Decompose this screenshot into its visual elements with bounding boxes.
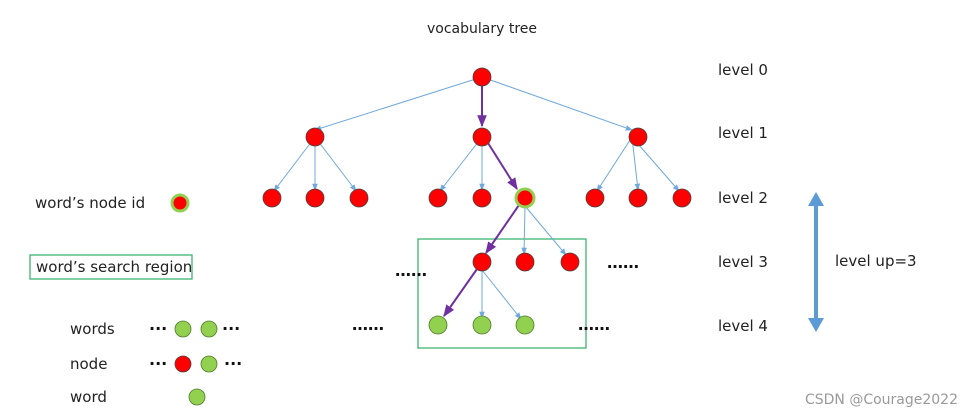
edge bbox=[521, 205, 527, 255]
level-label-1: level 1 bbox=[718, 124, 768, 142]
legend-word-marker bbox=[200, 320, 218, 338]
edge bbox=[481, 76, 633, 131]
legend-single-word-marker bbox=[188, 388, 206, 406]
legend-dots: ··· bbox=[222, 319, 240, 338]
legend-dots: ··· bbox=[149, 354, 167, 373]
level-up-label: level up=3 bbox=[835, 252, 917, 270]
node-level-1 bbox=[305, 127, 325, 147]
edge bbox=[314, 136, 357, 192]
legend-search-region-box bbox=[29, 254, 193, 280]
level-up-arrow bbox=[808, 192, 824, 332]
legend-node-label: node bbox=[70, 355, 107, 373]
node-level-2 bbox=[672, 188, 692, 208]
node-level-2 bbox=[349, 188, 369, 208]
node-level-0 bbox=[472, 67, 492, 87]
word-level-4 bbox=[428, 315, 448, 335]
node-level-1 bbox=[628, 127, 648, 147]
edge bbox=[481, 269, 522, 320]
ellipsis-level-4-right: …… bbox=[578, 315, 610, 334]
node-level-3 bbox=[515, 252, 535, 272]
level-label-4: level 4 bbox=[718, 317, 768, 335]
legend-node-marker bbox=[174, 355, 192, 373]
path-edge bbox=[485, 204, 520, 254]
legend-word-node-marker bbox=[170, 193, 190, 213]
legend-dots: ··· bbox=[149, 319, 167, 338]
node-level-2 bbox=[305, 188, 325, 208]
tree-nodes bbox=[262, 67, 692, 335]
word-node-level-2 bbox=[514, 187, 536, 209]
edge bbox=[631, 136, 641, 191]
ellipsis-level-4-left: …… bbox=[352, 315, 384, 334]
node-level-3 bbox=[472, 252, 492, 272]
edge bbox=[439, 136, 483, 192]
ellipsis-level-3-left: …… bbox=[395, 261, 427, 280]
node-level-2 bbox=[628, 188, 648, 208]
node-level-1 bbox=[472, 127, 492, 147]
edge bbox=[273, 136, 316, 192]
ellipsis-level-3-right: …… bbox=[607, 253, 639, 272]
level-label-0: level 0 bbox=[718, 61, 768, 79]
word-level-4 bbox=[515, 315, 535, 335]
path-edge bbox=[443, 268, 478, 317]
path-edge bbox=[487, 142, 518, 191]
node-level-2 bbox=[472, 188, 492, 208]
edge bbox=[524, 205, 567, 256]
legend-words-label: words bbox=[70, 320, 115, 338]
edge bbox=[314, 76, 483, 131]
legend-word-label: word bbox=[70, 388, 107, 406]
legend-word-marker bbox=[200, 355, 218, 373]
node-level-2 bbox=[428, 188, 448, 208]
watermark-text: CSDN @Courage2022 bbox=[805, 392, 958, 408]
word-level-4 bbox=[472, 315, 492, 335]
node-level-2 bbox=[262, 188, 282, 208]
legend-node-id-label: word’s node id bbox=[35, 194, 145, 212]
edge bbox=[596, 136, 633, 192]
level-label-2: level 2 bbox=[718, 189, 768, 207]
search-path bbox=[443, 85, 520, 317]
node-level-3 bbox=[560, 252, 580, 272]
node-level-2 bbox=[585, 188, 605, 208]
legend-dots: ··· bbox=[224, 354, 242, 373]
legend-word-marker bbox=[174, 320, 192, 338]
level-label-3: level 3 bbox=[718, 253, 768, 271]
tree-edges bbox=[273, 76, 680, 320]
legend-search-region-label: word’s search region bbox=[36, 258, 192, 276]
diagram-title: vocabulary tree bbox=[427, 21, 537, 37]
search-region-box bbox=[417, 238, 587, 349]
